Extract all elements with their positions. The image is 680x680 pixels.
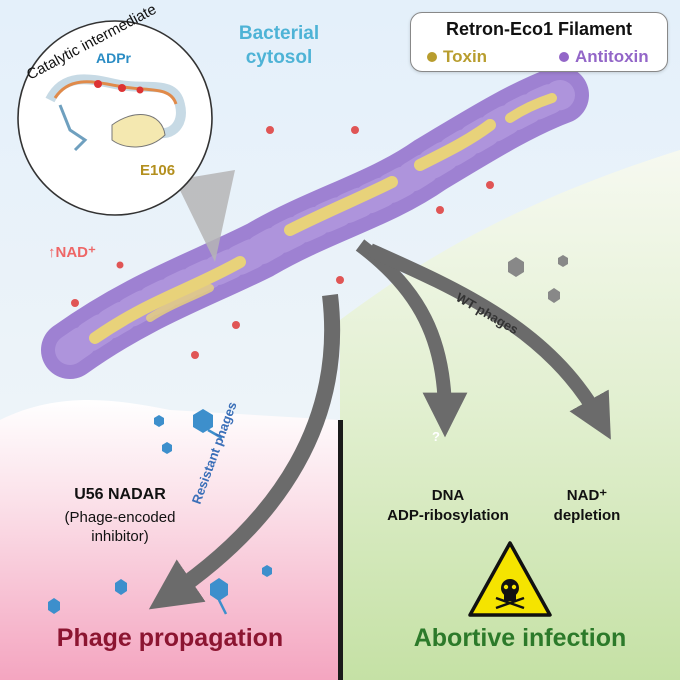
dna-adp-ribosylation-label: DNA ADP-ribosylation <box>387 487 509 524</box>
legend-title: Retron-Eco1 Filament <box>445 19 633 39</box>
phages-resistant <box>48 409 272 615</box>
phage-propagation-label: Phage propagation <box>56 624 284 652</box>
resistant-arrow <box>148 294 341 610</box>
compartment-label: Bacterial cytosol <box>238 23 320 68</box>
toxin-dot <box>427 52 437 62</box>
catalytic-structure <box>45 74 186 152</box>
nad-molecules <box>71 126 494 359</box>
phages-wt <box>508 255 568 303</box>
question-mark: ? <box>432 429 440 444</box>
adpr-label: ADPr <box>96 50 132 66</box>
e106-label: E106 <box>140 162 176 179</box>
retron-filament <box>41 66 589 379</box>
inhibitor-title: U56 NADAR <box>74 486 166 503</box>
nad-depletion-label: NAD⁺ depletion <box>553 487 621 524</box>
antitoxin-dot <box>559 52 569 62</box>
legend: Retron-Eco1 Filament Toxin Antitoxin <box>410 12 668 72</box>
skull-warning-icon <box>468 541 552 617</box>
toxin-label: Toxin <box>443 47 488 66</box>
abortive-infection-label: Abortive infection <box>413 624 627 652</box>
wt-label: WT phages <box>454 290 522 338</box>
antitoxin-label: Antitoxin <box>575 47 649 66</box>
wt-arrow-nad <box>367 243 611 440</box>
nad-increase-label: ↑NAD⁺ <box>48 244 96 261</box>
inset-title: Catalytic intermediate <box>24 1 159 84</box>
inhibitor-subtitle: (Phage-encoded inhibitor) <box>64 509 176 545</box>
